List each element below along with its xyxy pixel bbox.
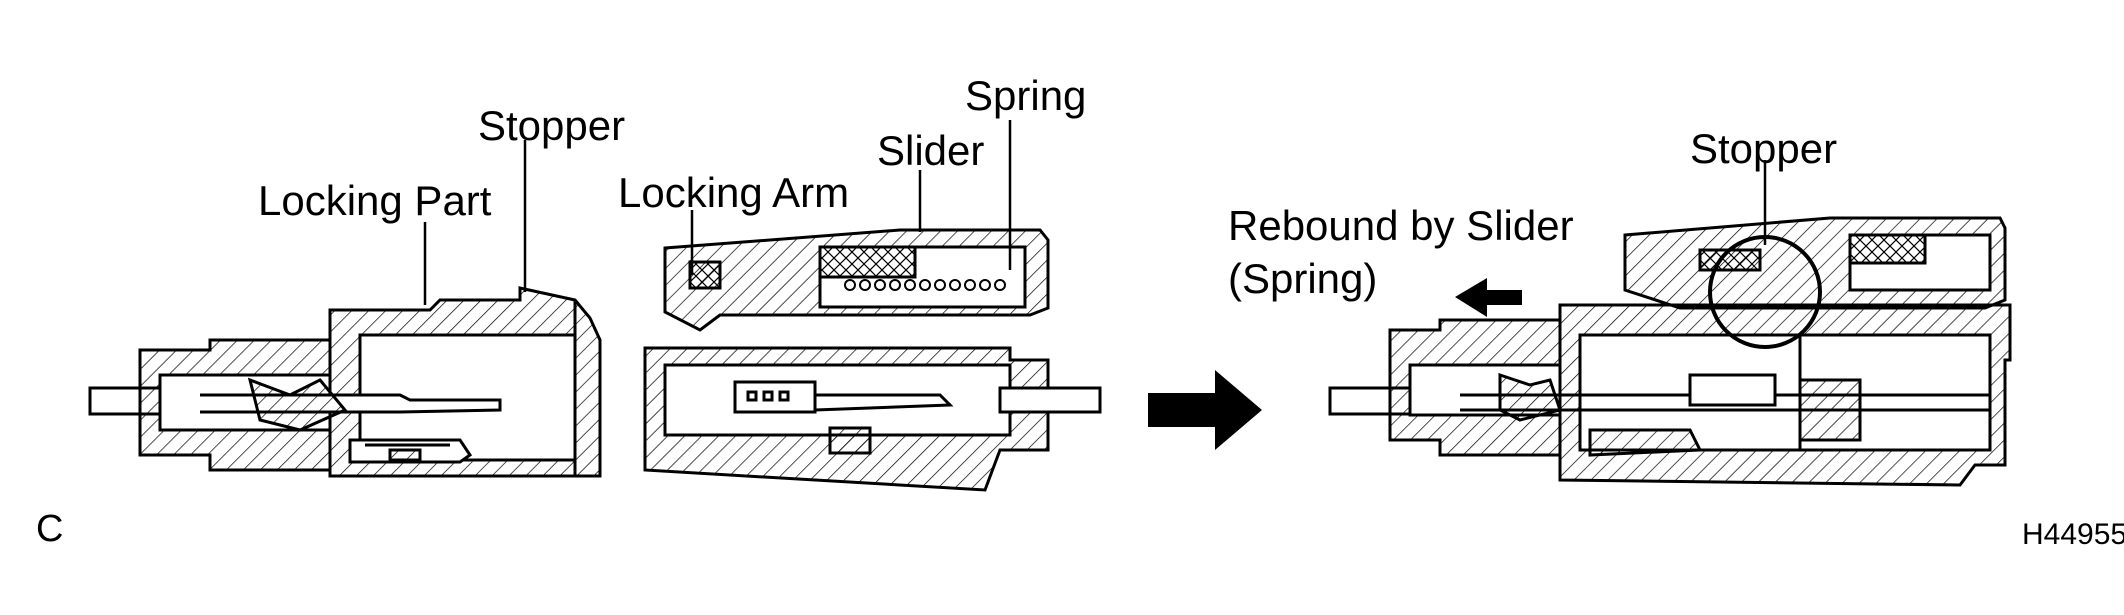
figure-code: H44955 (2022, 518, 2124, 551)
label-slider: Slider (877, 127, 985, 174)
direction-arrow-icon (1148, 370, 1262, 450)
spring-coils (844, 279, 1006, 291)
label-rebound-line1: Rebound by Slider (1228, 202, 1574, 249)
label-rebound-line2: (Spring) (1228, 255, 1378, 302)
right-mated-connector (1328, 216, 2012, 487)
left-connector-housing (88, 286, 602, 478)
middle-connector-housing (643, 228, 1102, 492)
label-spring: Spring (965, 72, 1087, 119)
figure-letter: C (36, 508, 64, 550)
left-leader-lines (423, 140, 527, 305)
label-locking-part: Locking Part (258, 177, 492, 224)
label-locking-arm: Locking Arm (618, 169, 850, 216)
rebound-arrow-icon (1455, 278, 1522, 317)
label-stopper-right: Stopper (1690, 125, 1838, 172)
label-stopper-left: Stopper (478, 102, 626, 149)
middle-leader-lines (690, 120, 1012, 275)
